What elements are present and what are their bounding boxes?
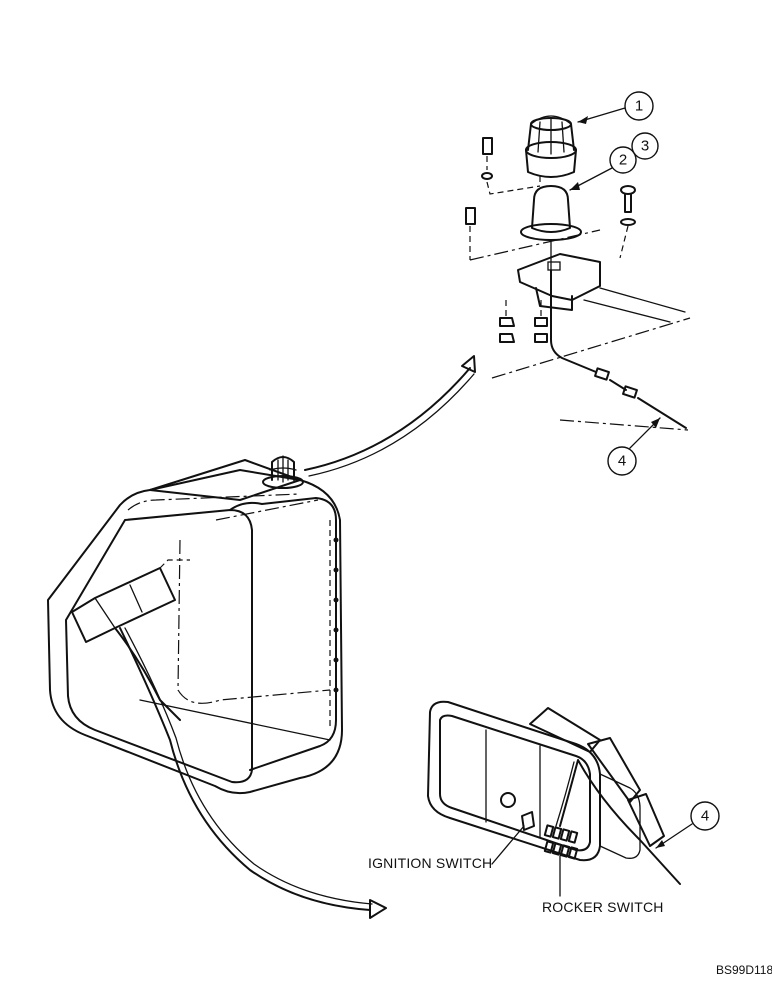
bolt-right: [620, 185, 636, 226]
mounting-bracket: [517, 253, 601, 311]
rocker-switch-label: ROCKER SWITCH: [542, 855, 664, 915]
callout-4-upper: 4: [607, 417, 661, 476]
svg-text:1: 1: [635, 98, 643, 115]
rocker-switches: [543, 824, 579, 860]
callout-2: 2: [569, 146, 637, 191]
edge-rivets: [333, 537, 339, 693]
ignition-switch-label: IGNITION SWITCH: [368, 825, 525, 871]
callout-4-lower: 4: [655, 801, 720, 849]
switch-panel: [427, 700, 681, 885]
beacon-lamp: [520, 185, 582, 271]
svg-text:3: 3: [641, 138, 649, 155]
beacon-assembly: [465, 115, 691, 431]
cab-beacon: [262, 455, 304, 489]
svg-text:4: 4: [618, 453, 626, 470]
bolt-left-upper: [481, 137, 493, 180]
callout-1: 1: [577, 91, 654, 124]
drawing-code: BS99D118: [716, 963, 772, 977]
cab-body: [47, 459, 387, 919]
callout-3: 3: [631, 132, 659, 160]
svg-text:ROCKER SWITCH: ROCKER SWITCH: [542, 899, 664, 915]
nuts: [499, 317, 548, 343]
detail-arrow-upper: [304, 355, 476, 477]
wire-guard: [525, 115, 577, 178]
svg-text:IGNITION SWITCH: IGNITION SWITCH: [368, 855, 492, 871]
bolt-left-lower: [465, 207, 476, 225]
svg-text:4: 4: [701, 808, 709, 825]
wire-harness-upper: [550, 269, 687, 429]
svg-text:2: 2: [619, 152, 627, 169]
cab-console: [71, 559, 190, 643]
